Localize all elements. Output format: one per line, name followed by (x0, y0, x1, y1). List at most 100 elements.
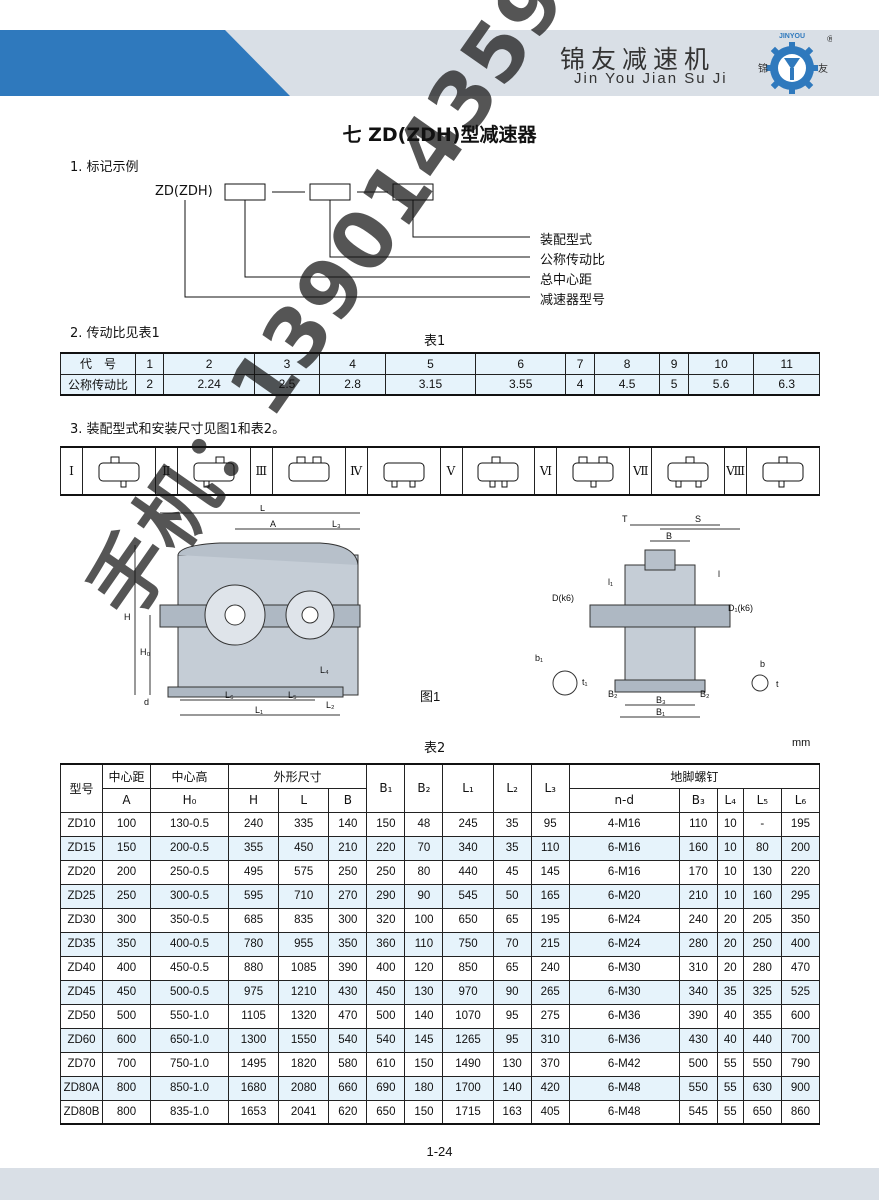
assembly-type-label: Ⅰ (61, 448, 83, 494)
table-cell: 1495 (227, 1051, 280, 1077)
table-cell: 280 (742, 955, 782, 981)
table-cell: 205 (742, 907, 782, 933)
table-cell: 440 (442, 859, 494, 885)
table-cell: 1085 (278, 955, 330, 981)
code-cell: 8 (593, 352, 661, 375)
label-S: S (695, 514, 701, 524)
page-title: 七 ZD(ZDH)型减速器 (342, 124, 537, 146)
table-cell: 1490 (442, 1051, 494, 1077)
col-model: 型号 (60, 763, 103, 813)
table-cell: 360 (366, 931, 406, 957)
col-outline: 外形尺寸 (227, 763, 368, 789)
table-cell: 595 (227, 883, 280, 909)
table-cell: 300 (328, 907, 368, 933)
table-cell: 6-M42 (568, 1051, 680, 1077)
table-cell: 110 (678, 811, 718, 837)
ratio-cell: 2.5 (253, 373, 321, 396)
label-L4: L₄ (320, 665, 329, 675)
table-cell: 750-1.0 (150, 1051, 229, 1077)
table-cell: 130-0.5 (150, 811, 229, 837)
table-cell: 250 (102, 883, 151, 909)
ratio-cell: 2 (134, 373, 165, 396)
table-cell: 1653 (227, 1099, 280, 1125)
table-cell: 780 (227, 931, 280, 957)
label-H0: H₀ (140, 647, 150, 657)
table-cell: 1680 (227, 1075, 280, 1101)
table-cell: 660 (328, 1075, 368, 1101)
col-center-distance: 中心距 (102, 763, 151, 789)
table-cell: 1700 (442, 1075, 494, 1101)
table1-title: 表1 (424, 334, 446, 349)
table-cell: 500-0.5 (150, 979, 229, 1005)
table-cell: 6-M30 (568, 979, 680, 1005)
ratio-cell: 5 (659, 373, 689, 396)
table-cell: 470 (780, 955, 821, 981)
table-cell: 55 (716, 1051, 744, 1077)
table-cell: 80 (742, 835, 782, 861)
label-l: l (718, 569, 720, 579)
table-cell: 163 (492, 1099, 532, 1125)
label-L2: L₂ (326, 700, 335, 710)
table-cell: 850 (442, 955, 494, 981)
label-L6: L₆ (225, 690, 234, 700)
table-cell: 6-M24 (568, 907, 680, 933)
table-cell: 70 (404, 835, 444, 861)
table-cell: 1265 (442, 1027, 494, 1053)
assembly-type-label: Ⅴ (441, 448, 463, 494)
table-cell: 550 (678, 1075, 718, 1101)
label-L1: L₁ (255, 705, 263, 715)
table-cell: ZD15 (60, 835, 103, 861)
ratio-cell: 5.6 (687, 373, 755, 396)
label-l1: l₁ (608, 577, 613, 587)
table-cell: 150 (404, 1099, 444, 1125)
table-cell: ZD30 (60, 907, 103, 933)
logo-right-char: 友 (818, 62, 828, 75)
table-cell: 850-1.0 (150, 1075, 229, 1101)
table-cell: 2080 (278, 1075, 330, 1101)
col-B3: B₃ (678, 787, 718, 813)
col-anchor-bolts: 地脚螺钉 (568, 763, 821, 789)
table-cell: 20 (716, 931, 744, 957)
table-cell: 790 (780, 1051, 821, 1077)
table-cell: 355 (227, 835, 280, 861)
table-cell: 390 (678, 1003, 718, 1029)
table-cell: 280 (678, 931, 718, 957)
label-B3: B₃ (656, 695, 666, 705)
label-ratio: 公称传动比 (540, 253, 606, 268)
assembly-type: Ⅱ (156, 448, 251, 494)
section2-heading: 2. 传动比见表1 (70, 326, 160, 341)
table-cell: 245 (442, 811, 494, 837)
table-cell: ZD60 (60, 1027, 103, 1053)
table-cell: 65 (492, 955, 532, 981)
table-cell: 240 (530, 955, 570, 981)
logo-left-char: 锦 (758, 62, 768, 75)
table-cell: 525 (780, 979, 821, 1005)
table-cell: 100 (404, 907, 444, 933)
assembly-type: Ⅵ (535, 448, 631, 494)
section3-heading: 3. 装配型式和安装尺寸见图1和表2。 (70, 422, 286, 437)
table-cell: 160 (742, 883, 782, 909)
table-cell: 335 (278, 811, 330, 837)
col-B2: B₂ (404, 763, 444, 813)
table-cell: 600 (780, 1003, 821, 1029)
table-cell: 1300 (227, 1027, 280, 1053)
assembly-type-label: Ⅱ (156, 448, 178, 494)
table-cell: 4-M16 (568, 811, 680, 837)
table-cell: 430 (678, 1027, 718, 1053)
col-L3: L₃ (530, 763, 570, 813)
col-nd: n-d (568, 787, 680, 813)
label-B: B (666, 531, 672, 541)
table-cell: 545 (442, 883, 494, 909)
reducer-top-view-icon (288, 456, 330, 482)
table-cell: 495 (227, 859, 280, 885)
table-cell: 130 (492, 1051, 532, 1077)
table-cell: 575 (278, 859, 330, 885)
col-B1: B₁ (366, 763, 406, 813)
table-cell: 540 (328, 1027, 368, 1053)
table-cell: 290 (366, 883, 406, 909)
label-H: H (124, 612, 131, 622)
